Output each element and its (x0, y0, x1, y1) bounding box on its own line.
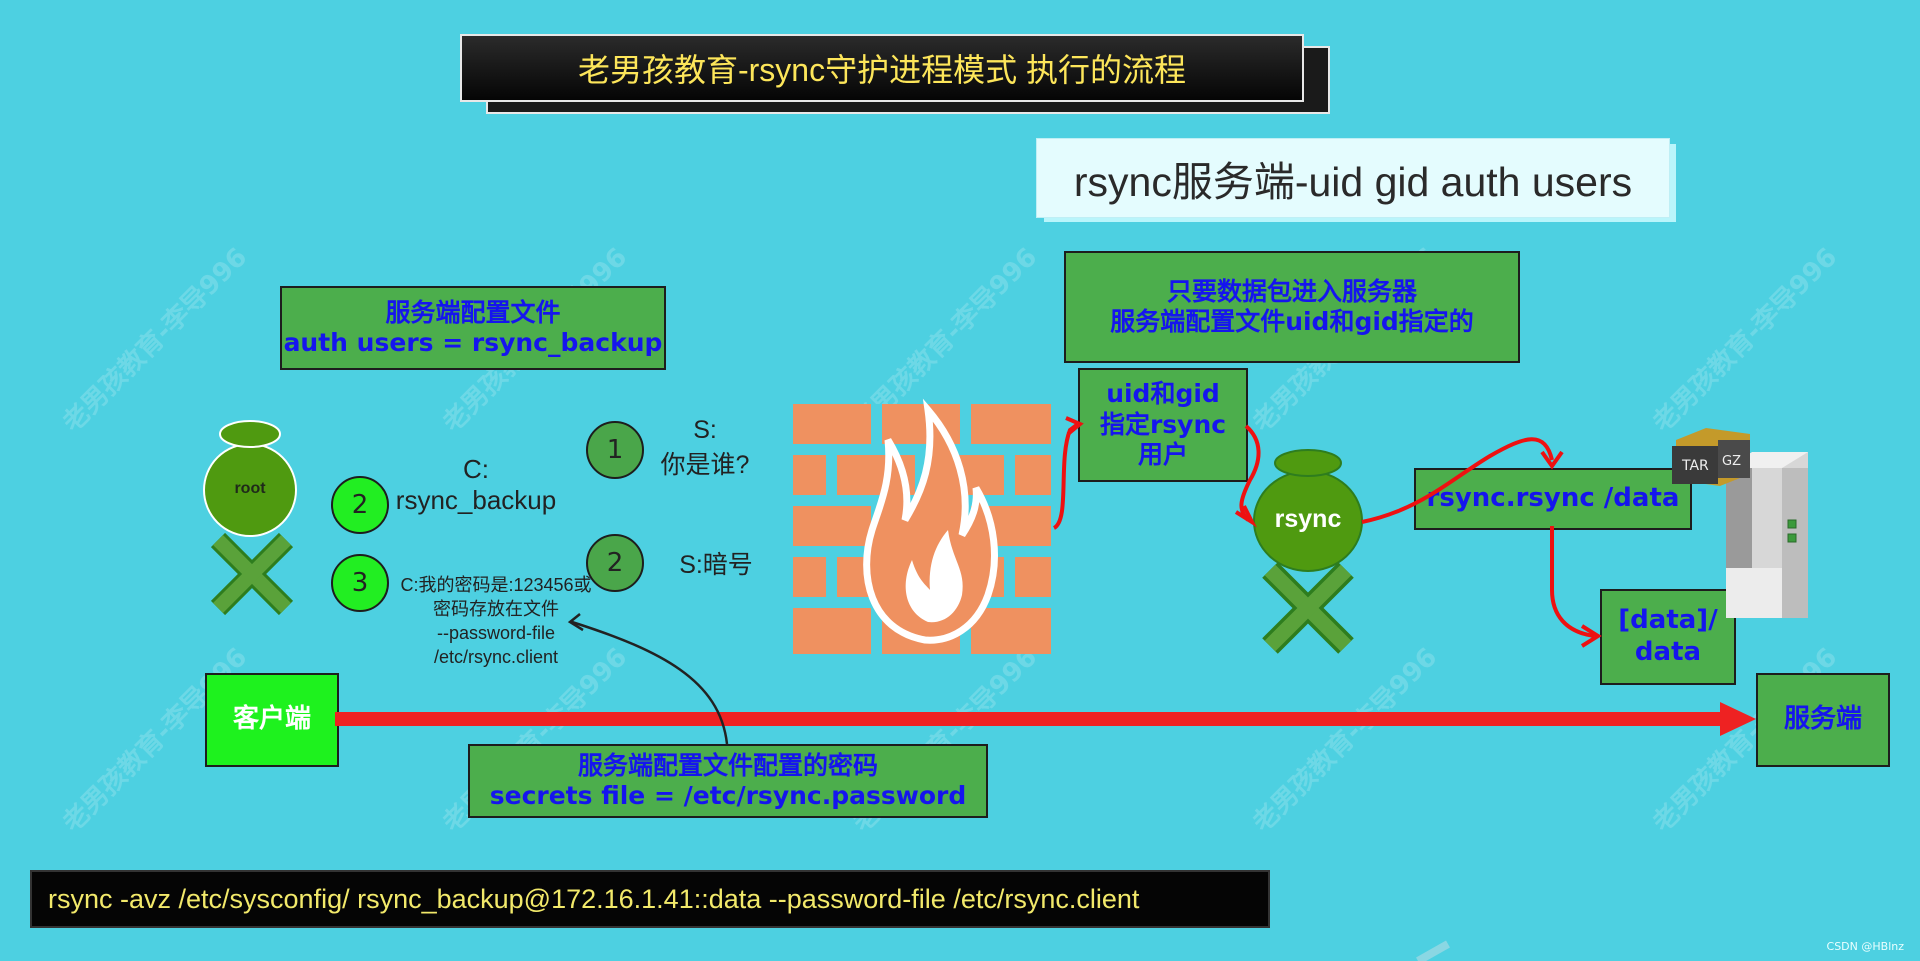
auth-box-line2: auth users = rsync_backup (283, 328, 663, 357)
client-password-line3: --password-file (436, 622, 556, 643)
rsync-label: rsync (1274, 505, 1342, 533)
step-marker-2-client: 2 (331, 476, 389, 534)
auth-users-box: 服务端配置文件 auth users = rsync_backup (280, 286, 666, 370)
client-password-note: C:我的密码是:123456或 密码存放在文件 --password-file … (388, 574, 604, 670)
rsync-path-box: rsync.rsync /data (1414, 468, 1692, 530)
data-dir-box: [data]/ data (1600, 589, 1736, 685)
arrowhead (1540, 450, 1564, 470)
server-passphrase-prompt: S:暗号 (679, 551, 753, 579)
archive-tar-label: TAR (1681, 458, 1709, 474)
server-icon (1726, 452, 1808, 618)
root-label: root (234, 480, 266, 497)
subtitle: rsync服务端-uid gid auth users (1036, 138, 1670, 218)
client-label: 客户端 (232, 704, 311, 735)
password-link-arrow (571, 620, 729, 745)
uid-user-line1: uid和gid (1106, 379, 1220, 409)
server-label: 服务端 (1783, 704, 1862, 735)
uid-to-rsync-arrow (1239, 424, 1261, 522)
client-password-line1: C:我的密码是:123456或 (400, 575, 592, 595)
server-question: S: 你是谁? (650, 416, 760, 481)
uid-user-line3: 用户 (1137, 440, 1188, 470)
client-password-line4: /etc/rsync.client (433, 646, 559, 667)
uid-user-line2: 指定rsync (1099, 409, 1227, 439)
client-answer: C: rsync_backup (390, 454, 562, 516)
step-marker-3-client: 3 (331, 554, 389, 612)
archive-gz-label: GZ (1722, 454, 1741, 469)
client-answer-line1: C: (463, 454, 489, 484)
credit-label: CSDN @HBlnz (1826, 940, 1904, 953)
rsync-path-label: rsync.rsync /data (1426, 483, 1680, 514)
server-question-line2: 你是谁? (660, 451, 750, 479)
server-question-line1: S: (693, 416, 717, 444)
firewall-icon (792, 398, 1052, 654)
rsync-to-data-arrow (1361, 437, 1554, 524)
secrets-line1: 服务端配置文件配置的密码 (577, 750, 878, 780)
uid-gid-line1: 只要数据包进入服务器 (1166, 276, 1417, 306)
uid-gid-box: 只要数据包进入服务器 服务端配置文件uid和gid指定的 (1064, 251, 1520, 363)
page-title: 老男孩教育-rsync守护进程模式 执行的流程 (460, 34, 1304, 102)
rsync-command-line: rsync -avz /etc/sysconfig/ rsync_backup@… (30, 870, 1270, 928)
main-arrow-head (1720, 702, 1756, 736)
path-to-datadir-arrow (1550, 526, 1595, 638)
step-marker-2-server: 2 (586, 534, 644, 592)
secrets-file-box: 服务端配置文件配置的密码 secrets file = /etc/rsync.p… (468, 744, 988, 818)
cross-icon (1262, 562, 1354, 654)
firewall-to-uid-arrow (1052, 422, 1080, 530)
client-answer-line2: rsync_backup (395, 485, 557, 515)
root-user-figure (203, 420, 297, 616)
uid-gid-line2: 服务端配置文件uid和gid指定的 (1110, 307, 1474, 336)
cross-icon (210, 532, 294, 616)
password-link-arrowhead (567, 613, 584, 632)
archive-icon: TAR GZ (1672, 428, 1750, 486)
arrowhead (1580, 624, 1602, 648)
secrets-line2: secrets file = /etc/rsync.password (489, 781, 967, 810)
client-box: 客户端 (205, 673, 339, 767)
client-password-line2: 密码存放在文件 (433, 598, 559, 619)
step-marker-1: 1 (586, 421, 644, 479)
data-dir-line2: data (1634, 637, 1702, 667)
arrowhead (1065, 416, 1084, 436)
arrowhead (1234, 505, 1257, 528)
decoration-stroke (1416, 940, 1450, 961)
data-dir-line1: [data]/ (1618, 605, 1718, 636)
main-transfer-arrow (335, 712, 1723, 726)
server-box: 服务端 (1756, 673, 1890, 767)
rsync-user-figure (1253, 449, 1363, 654)
auth-box-line1: 服务端配置文件 (385, 297, 561, 327)
